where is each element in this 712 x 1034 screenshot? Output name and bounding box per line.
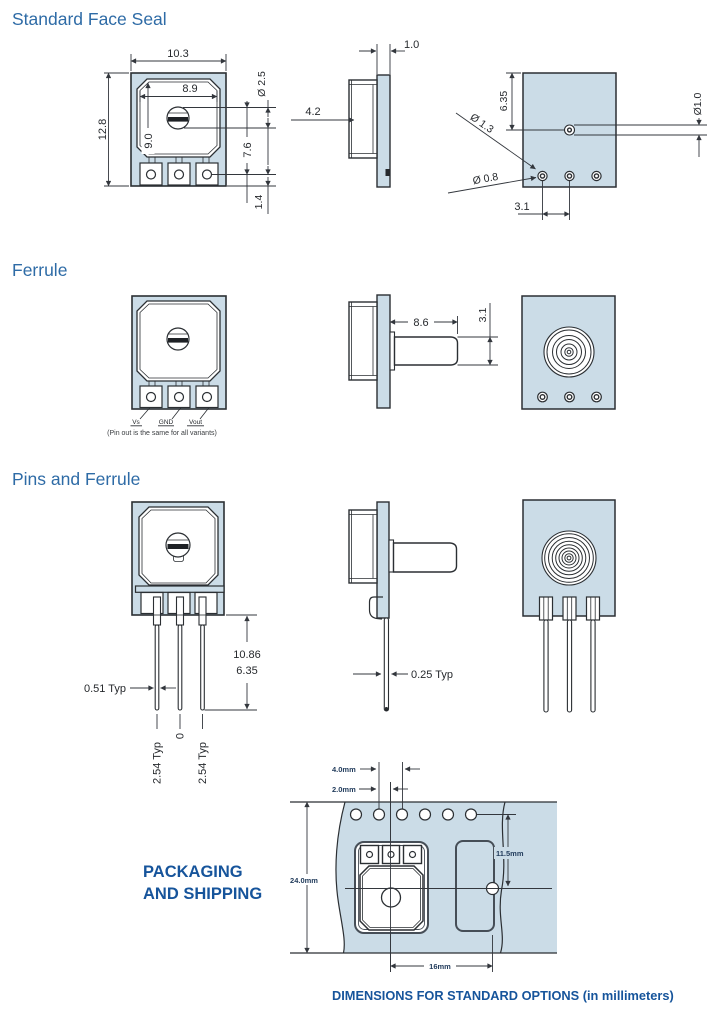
section-standard-face-seal: Standard Face Seal 10.3 12.8 8. — [12, 9, 707, 220]
dim-hole-pitch: 4.0mm — [332, 765, 356, 774]
face-seal-front-view: 10.3 12.8 8.9 9.0 Ø 2.5 7.6 — [97, 48, 276, 214]
dim-pocket-pitch: 16mm — [429, 962, 451, 971]
dim-pin-length-long: 10.86 — [233, 649, 261, 661]
pinout-caption: (Pin out is the same for all variants) — [107, 430, 217, 437]
section-pins-and-ferrule: Pins and Ferrule — [12, 469, 616, 784]
pins-ferrule-front-view: 10.86 6.35 0.51 Typ 2.54 Typ 0 2.54 Typ — [84, 501, 261, 784]
dim-pin-length-short: 6.35 — [236, 665, 257, 677]
dim-vent-offset: 6.35 — [498, 91, 510, 112]
dim-inner-width: 8.9 — [182, 83, 197, 95]
dim-inner-height: 9.0 — [143, 133, 155, 148]
dim-pin-hole-inner: Ø 0.8 — [472, 171, 500, 187]
through-hole-pins — [538, 596, 601, 713]
section-title: Ferrule — [12, 260, 67, 280]
pin-label-gnd: GND — [159, 419, 174, 426]
dim-port-to-pin: 7.6 — [242, 142, 254, 157]
section-title: Pins and Ferrule — [12, 469, 140, 489]
packaging-heading-line2: AND SHIPPING — [143, 885, 262, 903]
dim-pitch-right: 2.54 Typ — [197, 742, 209, 784]
dim-hole-offset: 2.0mm — [332, 785, 356, 794]
dim-pin-width: 0.51 Typ — [84, 683, 126, 695]
pins-ferrule-side-view: 0.25 Typ — [348, 501, 458, 712]
dim-pin-hole-outer: Ø 1.3 — [468, 111, 496, 136]
through-hole-pins — [152, 596, 207, 711]
section-ferrule: Ferrule Vs GND Vout (Pin out is the same… — [12, 260, 616, 437]
footer-caption: DIMENSIONS FOR STANDARD OPTIONS (in mill… — [332, 988, 674, 1003]
pin-label-vs: Vs — [132, 419, 140, 426]
dim-pin-to-edge: 1.4 — [253, 195, 265, 210]
dim-cap-thickness: 1.0 — [404, 39, 419, 51]
ferrule-rear-view — [521, 295, 616, 410]
dim-pin-thickness: 0.25 Typ — [411, 669, 453, 681]
dim-tube-dia: 3.1 — [477, 308, 489, 323]
dim-outer-width: 10.3 — [167, 48, 188, 60]
dim-vent-dia: Ø1.0 — [692, 92, 704, 115]
dim-depth: 4.2 — [305, 106, 320, 118]
tape-break-line — [499, 801, 506, 954]
dim-pocket-height: 11.5mm — [496, 849, 524, 858]
pins-ferrule-rear-view — [522, 499, 616, 713]
section-title: Standard Face Seal — [12, 9, 167, 29]
device-vent-circle — [380, 887, 402, 908]
dim-pin-pitch: 3.1 — [514, 201, 529, 213]
tape-pocket-with-device — [354, 841, 429, 934]
face-seal-rear-view: 6.35 Ø1.0 Ø 1.3 Ø 0.8 3.1 — [447, 72, 707, 220]
ferrule-tube — [392, 542, 458, 573]
dim-tape-width: 24.0mm — [290, 876, 318, 885]
dim-outer-height: 12.8 — [97, 119, 109, 140]
ferrule-side-view: 8.6 3.1 — [348, 294, 498, 409]
ferrule-tube — [393, 336, 459, 366]
face-seal-side-view: 1.0 4.2 — [291, 39, 419, 188]
section-packaging: PACKAGING AND SHIPPING 24.0mm 4.0mm — [143, 762, 674, 1003]
retaining-clip — [368, 596, 383, 620]
pin-label-vout: Vout — [189, 419, 202, 426]
dim-port-dia: Ø 2.5 — [256, 71, 268, 97]
ferrule-front-view: Vs GND Vout (Pin out is the same for all… — [107, 295, 227, 437]
carrier-tape-drawing: 24.0mm 4.0mm 2.0mm — [288, 762, 557, 972]
dim-pitch-left: 2.54 Typ — [152, 742, 164, 784]
dim-datum: 0 — [175, 733, 187, 739]
sprocket-holes — [349, 808, 478, 821]
packaging-heading-line1: PACKAGING — [143, 863, 243, 881]
dim-tube-length: 8.6 — [413, 317, 428, 329]
vent-hole — [563, 124, 576, 136]
